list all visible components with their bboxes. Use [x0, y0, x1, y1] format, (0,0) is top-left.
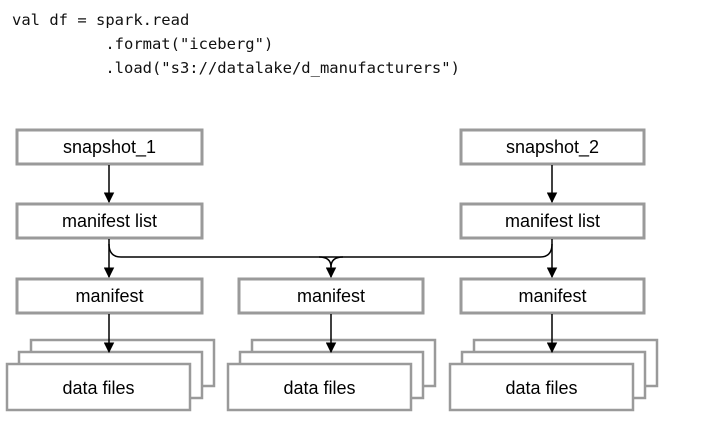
manifest-1-label: manifest: [75, 286, 143, 306]
manifest-1-box: manifest: [15, 277, 204, 315]
data-files-2-label: data files: [283, 378, 355, 398]
manifest-list-2-label: manifest list: [505, 211, 600, 231]
data-files-2-label-group: data files: [283, 378, 355, 398]
data-files-3-label-group: data files: [505, 378, 577, 398]
data-files-1-stack: [5, 338, 216, 412]
connector-manifest-list-1-to-bus: [108, 243, 122, 258]
code-line-2: .format("iceberg"): [12, 35, 274, 53]
code-line-3: .load("s3://datalake/d_manufacturers"): [12, 59, 460, 77]
snapshot-1-box: snapshot_1: [15, 128, 204, 166]
code-line-1: val df = spark.read: [12, 11, 190, 29]
connector-bus-join-right: [330, 256, 344, 268]
snapshot-2-label: snapshot_2: [506, 137, 599, 158]
data-files-2-front-sheet: [226, 362, 413, 412]
connector-manifest-list-2-to-bus: [539, 243, 553, 258]
manifest-list-2-box: manifest list: [459, 202, 646, 240]
manifest-2-label: manifest: [297, 286, 365, 306]
manifest-list-1-box: manifest list: [15, 202, 204, 240]
data-files-1-label-group: data files: [62, 378, 134, 398]
connector-bus-to-manifest-2: [318, 256, 337, 279]
data-files-1-label: data files: [62, 378, 134, 398]
data-files-3-front-sheet: [448, 362, 635, 412]
code-snippet: val df = spark.read .format("iceberg") .…: [12, 8, 460, 80]
data-files-3-label: data files: [505, 378, 577, 398]
data-files-3-stack: [448, 338, 659, 412]
snapshot-2-box: snapshot_2: [459, 128, 646, 166]
manifest-2-box: manifest: [237, 277, 425, 315]
snapshot-1-label: snapshot_1: [63, 137, 156, 158]
data-files-1-front-sheet: [5, 362, 192, 412]
manifest-3-label: manifest: [518, 286, 586, 306]
manifest-list-1-label: manifest list: [62, 211, 157, 231]
manifest-3-box: manifest: [459, 277, 646, 315]
